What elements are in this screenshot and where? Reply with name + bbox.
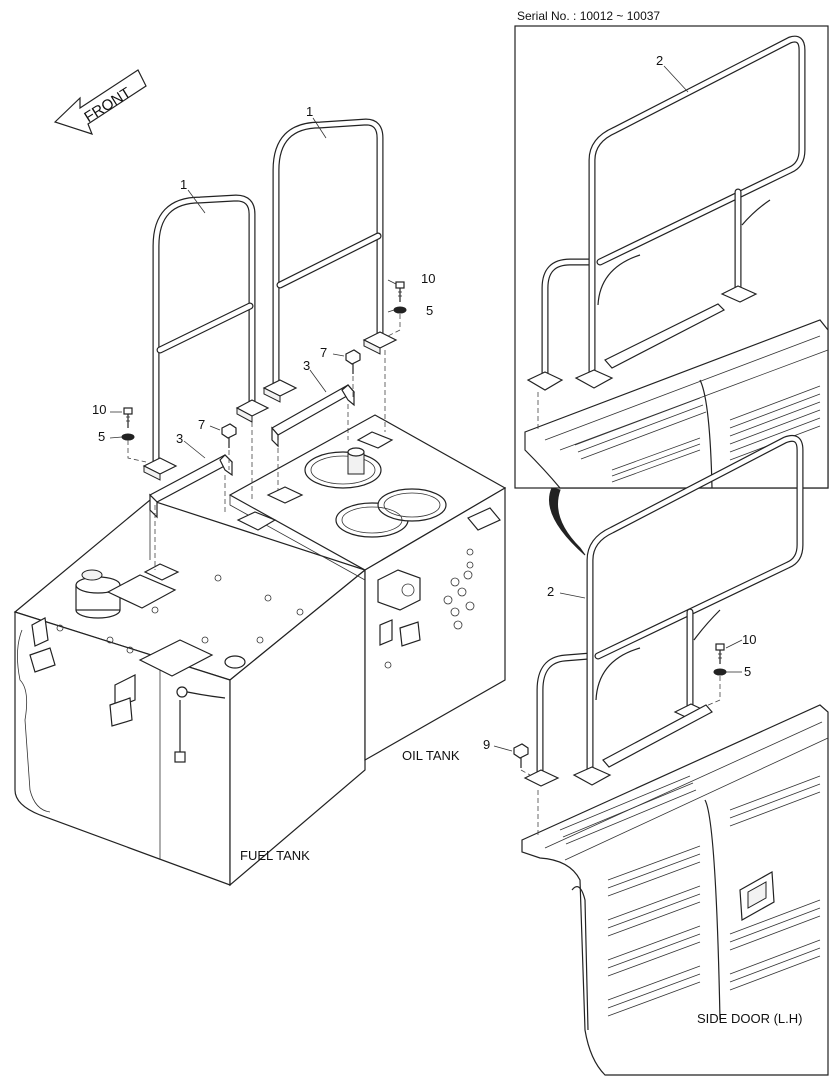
bracket-3-right bbox=[271, 384, 355, 448]
callout-2-main: 2 bbox=[547, 584, 555, 599]
bolt-7-left bbox=[221, 423, 237, 448]
callout-10-right: 10 bbox=[421, 271, 436, 286]
callout-1-left: 1 bbox=[180, 177, 188, 192]
callout-2-inset: 2 bbox=[656, 53, 664, 68]
handrail-1-right bbox=[262, 118, 398, 403]
callout-5-door: 5 bbox=[744, 664, 752, 679]
callout-3-right: 3 bbox=[303, 358, 311, 373]
bolt-10-door bbox=[705, 643, 727, 707]
side-door-lh bbox=[521, 704, 829, 1076]
front-arrow: FRONT bbox=[53, 69, 147, 135]
oil-tank-label: OIL TANK bbox=[402, 748, 460, 763]
inset-handrail-2 bbox=[526, 35, 806, 432]
callout-5-right: 5 bbox=[426, 303, 434, 318]
callout-1-right: 1 bbox=[306, 104, 314, 119]
bolt-10-right bbox=[393, 281, 407, 314]
handrail-2-main bbox=[513, 434, 804, 838]
detail-transition-arrow bbox=[548, 487, 586, 556]
oil-tank bbox=[228, 414, 507, 762]
front-arrow-label: FRONT bbox=[81, 84, 134, 126]
side-door-label: SIDE DOOR (L.H) bbox=[697, 1011, 803, 1026]
bolt-10-left bbox=[121, 407, 135, 441]
oil-tank-cover-1 bbox=[304, 447, 382, 489]
callout-3-left: 3 bbox=[176, 431, 184, 446]
callout-7-right: 7 bbox=[320, 345, 328, 360]
inset-side-door bbox=[524, 319, 829, 489]
fuel-tank-label: FUEL TANK bbox=[240, 848, 310, 863]
serial-number-label: Serial No. : 10012 ~ 10037 bbox=[517, 9, 661, 23]
callout-5-left: 5 bbox=[98, 429, 106, 444]
bolt-9 bbox=[513, 743, 531, 776]
callout-7-left: 7 bbox=[198, 417, 206, 432]
oil-tank-cover-2 bbox=[335, 488, 447, 538]
callout-10-door: 10 bbox=[742, 632, 757, 647]
callout-10-left: 10 bbox=[92, 402, 107, 417]
handrail-1-left bbox=[142, 194, 270, 481]
assembly-lines-main bbox=[127, 314, 401, 570]
callout-9: 9 bbox=[483, 737, 491, 752]
callout-leaders bbox=[109, 65, 743, 752]
bolt-7-right bbox=[345, 349, 361, 374]
fuel-tank bbox=[13, 499, 367, 887]
